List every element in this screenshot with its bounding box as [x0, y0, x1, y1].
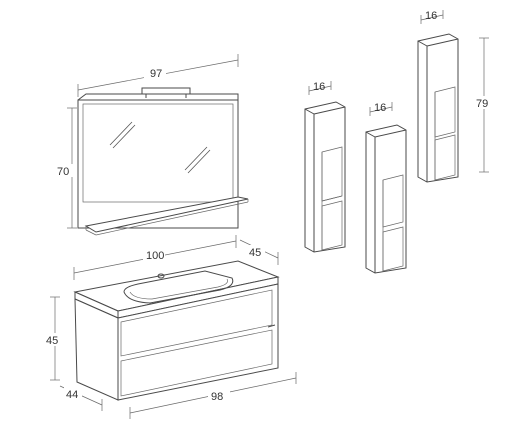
mirror-height-dimension: 70	[56, 107, 77, 229]
vanity-depth-label: 44	[66, 389, 78, 401]
mirror-width-dimension: 97	[77, 54, 239, 97]
mirror-glass	[82, 103, 234, 203]
column-tall-height-label: 79	[476, 98, 488, 110]
vanity-top-depth-label: 45	[249, 247, 261, 259]
faucet-hole	[157, 273, 165, 279]
vanity-top-width-label: 100	[146, 250, 164, 262]
mirror-height-label: 70	[57, 166, 69, 178]
vanity-drawer-lower	[120, 329, 273, 397]
vanity-basin	[123, 270, 234, 304]
vanity-height-label: 45	[46, 335, 58, 347]
column-medium-width-label: 16	[374, 102, 386, 114]
column-medium: 16	[365, 102, 407, 274]
mirror-width-label: 97	[150, 68, 162, 80]
mirror-unit: 97 70	[56, 54, 249, 236]
vanity-base-width-dimension: 98	[129, 372, 297, 419]
column-medium-width-dimension: 16	[369, 102, 393, 116]
column-small-width-dimension: 16	[308, 81, 332, 95]
column-small-width-label: 16	[313, 81, 325, 93]
vanity-unit: 100 45 45 44 98	[44, 235, 297, 419]
column-tall-width-label: 16	[425, 10, 437, 22]
column-tall: 16 79	[417, 10, 493, 183]
vanity-top-depth-dimension: 45	[239, 239, 279, 265]
vanity-depth-dimension: 44	[59, 385, 103, 411]
vanity-base-width-label: 98	[211, 391, 223, 403]
vanity-height-dimension: 45	[44, 296, 62, 381]
vanity-drawer-upper	[120, 289, 273, 357]
vanity-top-width-dimension: 100	[73, 235, 237, 280]
mirror-top-edge	[77, 93, 239, 101]
mirror-lamp	[141, 87, 191, 98]
column-small: 16	[304, 81, 346, 253]
column-tall-height-dimension: 79	[475, 37, 493, 173]
mirror-frame	[77, 99, 239, 229]
mirror-glare	[109, 121, 211, 174]
column-tall-width-dimension: 16	[420, 10, 444, 24]
